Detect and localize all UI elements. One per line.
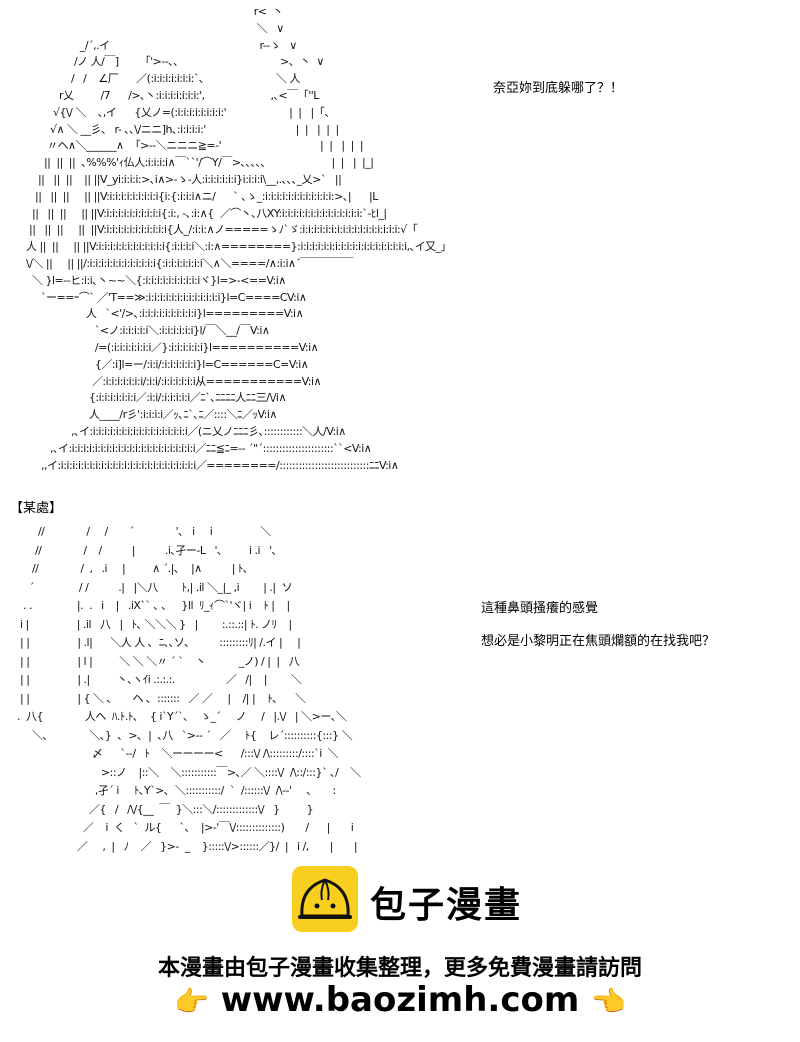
ascii-art-top: r< 丶 ＼ ∨ _/´,.イ r--ゝ ∨ /ノ 人/￣ [25,5,452,472]
pointing-right-hand-icon: 👉 [174,985,209,1018]
pointing-left-hand-icon: 👈 [591,985,626,1018]
ascii-art-bottom: // / / ´ '､ i i ＼ // / / | .i､孑ー-L '､ i … [16,525,361,853]
dialogue-top: 奈亞妳到底躲哪了？！ [493,81,624,96]
baozi-logo-icon [292,866,358,932]
dialogue-bottom-1: 這種鼻頭搔癢的感覺 [481,601,599,616]
dialogue-bottom-2: 想必是小黎明正在焦頭爛額的在找我吧？ [481,634,716,649]
brand-name: 包子漫畫 [370,885,523,926]
watermark-url[interactable]: 👉 www.baozimh.com 👈 [0,980,800,1020]
watermark-notice: 本漫畫由包子漫畫收集整理，更多免費漫畫請訪問 [157,956,642,981]
url-text[interactable]: www.baozimh.com [220,980,580,1020]
place-label: 【某處】 [10,501,63,516]
